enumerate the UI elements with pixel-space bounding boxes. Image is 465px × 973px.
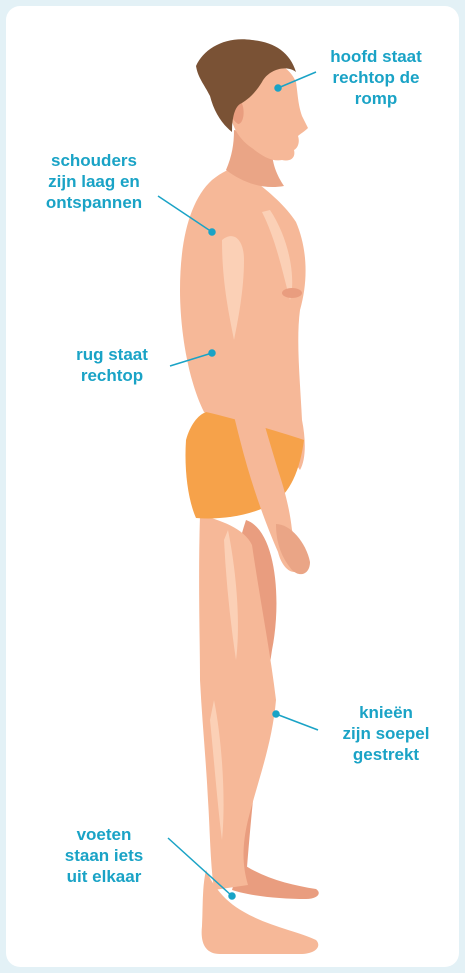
feet-leader-line	[168, 838, 232, 896]
back-annotation: rug staat rechtop	[52, 344, 172, 386]
shoulders-annotation: schouders zijn laag en ontspannen	[24, 150, 164, 213]
shoulders-leader-dot	[209, 229, 215, 235]
feet-leader-dot	[229, 893, 235, 899]
knees-annotation: knieën zijn soepel gestrekt	[324, 702, 448, 765]
feet-annotation: voeten staan iets uit elkaar	[44, 824, 164, 887]
shoulders-leader-line	[158, 196, 212, 232]
knees-leader-dot	[273, 711, 279, 717]
illustration-card: hoofd staat rechtop de romp schouders zi…	[6, 6, 459, 967]
back-leader-line	[170, 353, 212, 366]
head-leader-line	[278, 72, 316, 88]
knees-leader-line	[276, 714, 318, 730]
back-leader-dot	[209, 350, 215, 356]
head-annotation: hoofd staat rechtop de romp	[316, 46, 436, 109]
head-leader-dot	[275, 85, 281, 91]
